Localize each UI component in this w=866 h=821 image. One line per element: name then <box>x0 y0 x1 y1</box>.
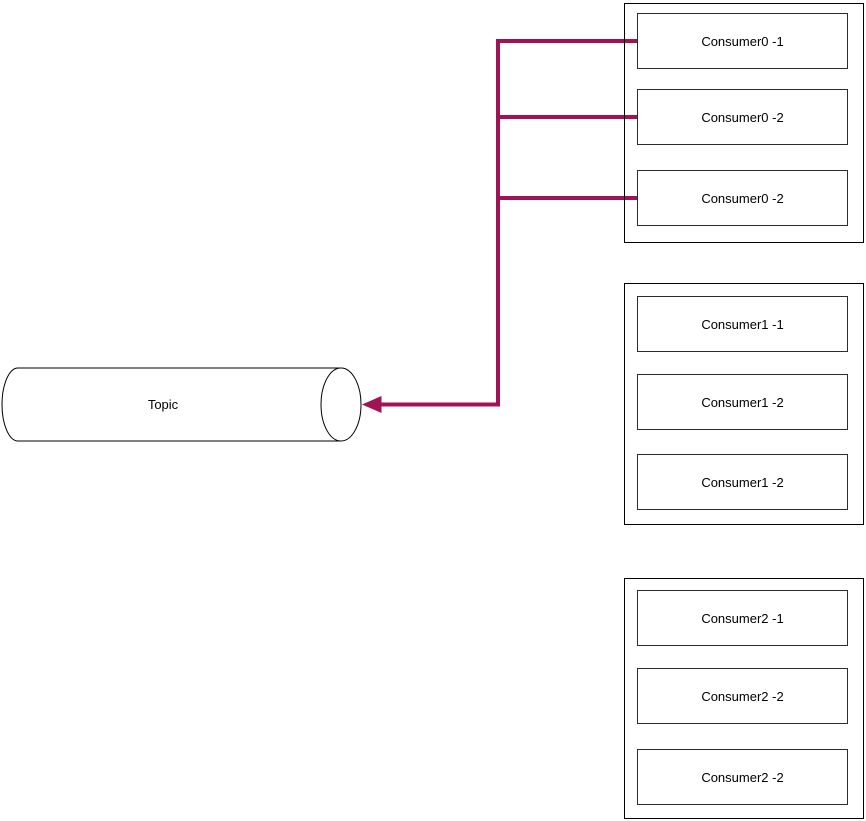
consumer-box: Consumer1 -2 <box>637 374 848 430</box>
consumer-box: Consumer0 -2 <box>637 170 848 226</box>
consumer-box: Consumer0 -1 <box>637 13 848 69</box>
consumer-box: Consumer0 -2 <box>637 89 848 145</box>
consumer-group-0 <box>624 3 864 243</box>
connector-line-main <box>379 39 639 407</box>
consumer-box: Consumer2 -2 <box>637 668 848 724</box>
consumer-label: Consumer1 -2 <box>701 474 784 490</box>
consumer-box: Consumer2 -1 <box>637 590 848 646</box>
topic-cylinder-body <box>2 368 341 441</box>
consumer-box: Consumer1 -2 <box>637 454 848 510</box>
consumer-group-1 <box>624 283 864 525</box>
consumer-group-2 <box>624 578 864 819</box>
consumer-label: Consumer2 -2 <box>701 769 784 785</box>
arrowhead-icon <box>362 396 382 413</box>
consumer-box: Consumer1 -1 <box>637 296 848 352</box>
consumer-label: Consumer0 -2 <box>701 190 784 206</box>
consumer-label: Consumer2 -2 <box>701 688 784 704</box>
consumer-label: Consumer1 -1 <box>701 316 784 332</box>
consumer-label: Consumer0 -1 <box>701 33 784 49</box>
consumer-box: Consumer2 -2 <box>637 749 848 805</box>
topic-cylinder-outline <box>1 367 341 442</box>
consumer-label: Consumer0 -2 <box>701 109 784 125</box>
consumer-label: Consumer1 -2 <box>701 394 784 410</box>
consumer-label: Consumer2 -1 <box>701 610 784 626</box>
topic-cylinder-cap <box>320 367 362 442</box>
